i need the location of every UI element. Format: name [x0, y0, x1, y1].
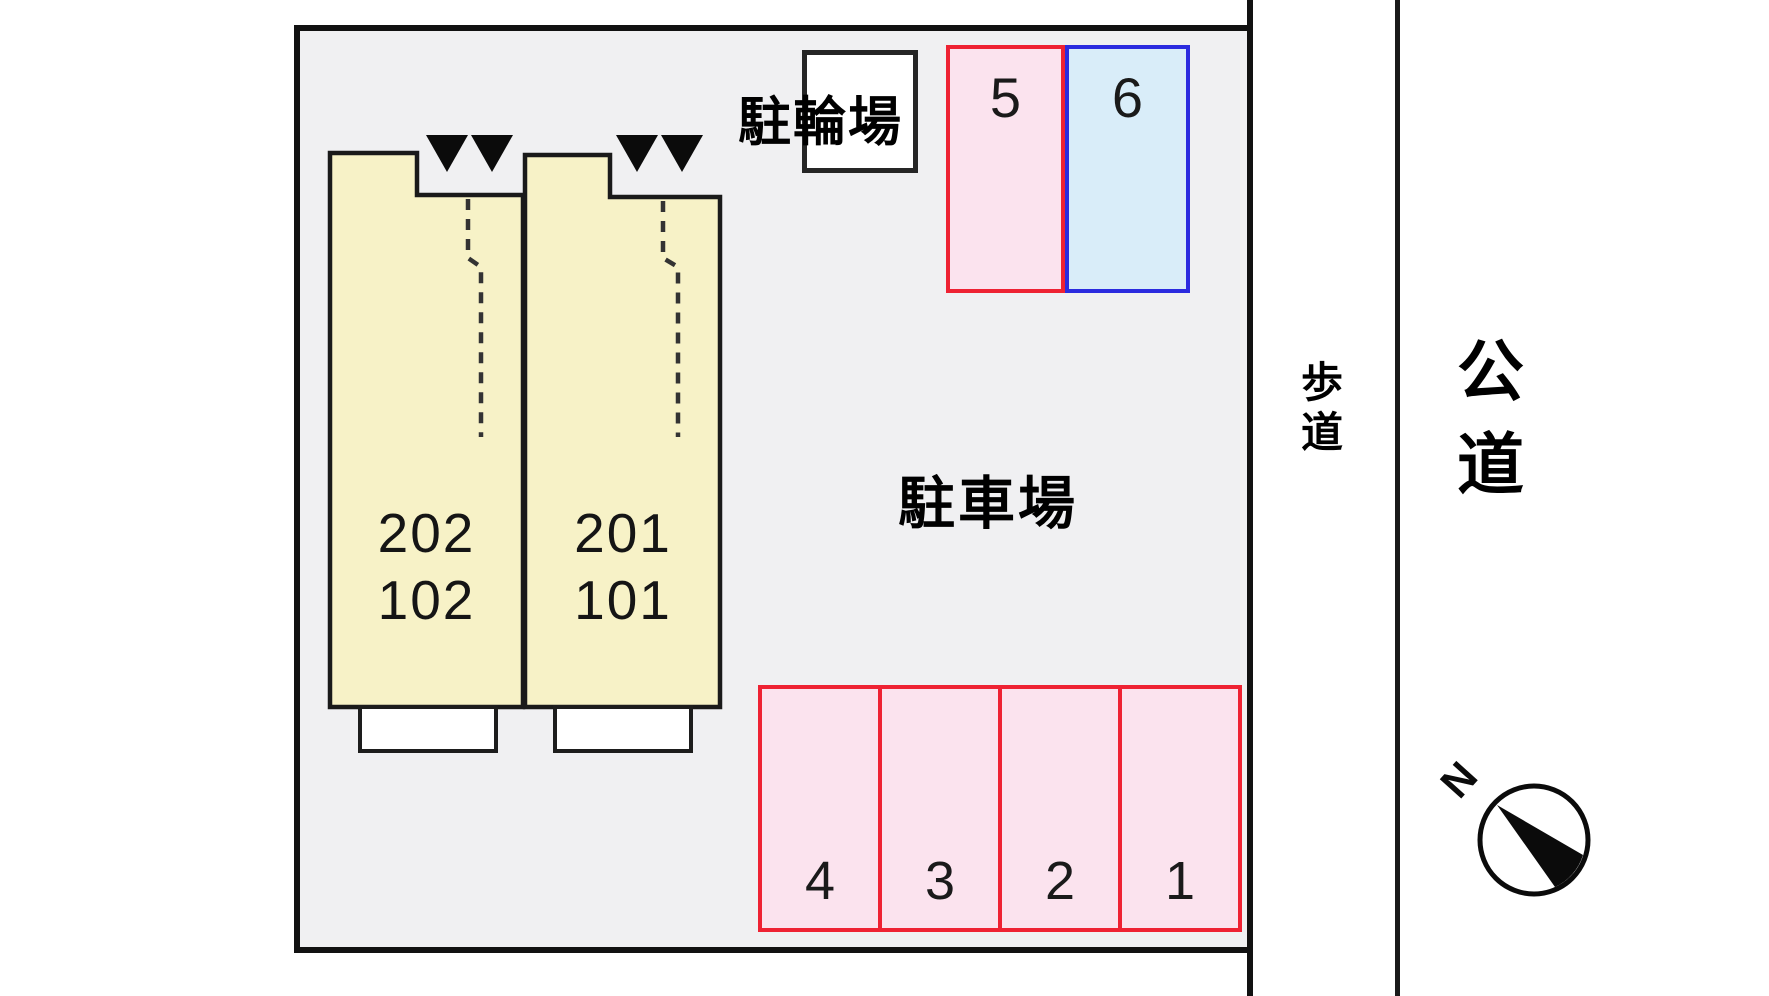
entrance-arrow-icon — [426, 135, 468, 172]
bicycle-parking-box — [802, 50, 918, 173]
parking-space-3: 3 — [878, 685, 1002, 932]
parking-space-5: 5 — [946, 45, 1065, 293]
parking-space-2: 2 — [998, 685, 1122, 932]
north-arrow-icon — [1477, 783, 1591, 897]
sidewalk-left-line — [1247, 0, 1253, 996]
building-right-units: 201 101 — [525, 500, 721, 634]
unit-number: 102 — [377, 569, 476, 631]
space-number: 1 — [1164, 851, 1196, 911]
public-road-label: 公道 — [1457, 335, 1524, 503]
sidewalk-right-line — [1395, 0, 1400, 996]
building-left-units: 202 102 — [330, 500, 523, 634]
space-number: 5 — [989, 66, 1022, 129]
compass: N — [1431, 750, 1610, 910]
space-number: 3 — [924, 851, 956, 911]
space-number: 4 — [804, 851, 836, 911]
space-number: 2 — [1044, 851, 1076, 911]
bicycle-parking-label: 駐輪場 — [738, 93, 903, 152]
sidewalk-label: 歩道 — [1301, 359, 1344, 456]
building-right-porch — [553, 705, 693, 753]
building-left-porch — [358, 705, 498, 753]
space-number: 6 — [1111, 66, 1144, 129]
entrance-arrow-icon — [471, 135, 513, 172]
entrance-arrow-icon — [661, 135, 703, 172]
unit-number: 101 — [574, 569, 672, 631]
unit-number: 202 — [377, 502, 476, 564]
parking-space-6: 6 — [1065, 45, 1190, 293]
parking-space-4: 4 — [758, 685, 882, 932]
unit-number: 201 — [574, 502, 672, 564]
parking-lot-label: 駐車場 — [898, 472, 1078, 536]
parking-space-1: 1 — [1118, 685, 1242, 932]
entrance-arrow-icon — [616, 135, 658, 172]
